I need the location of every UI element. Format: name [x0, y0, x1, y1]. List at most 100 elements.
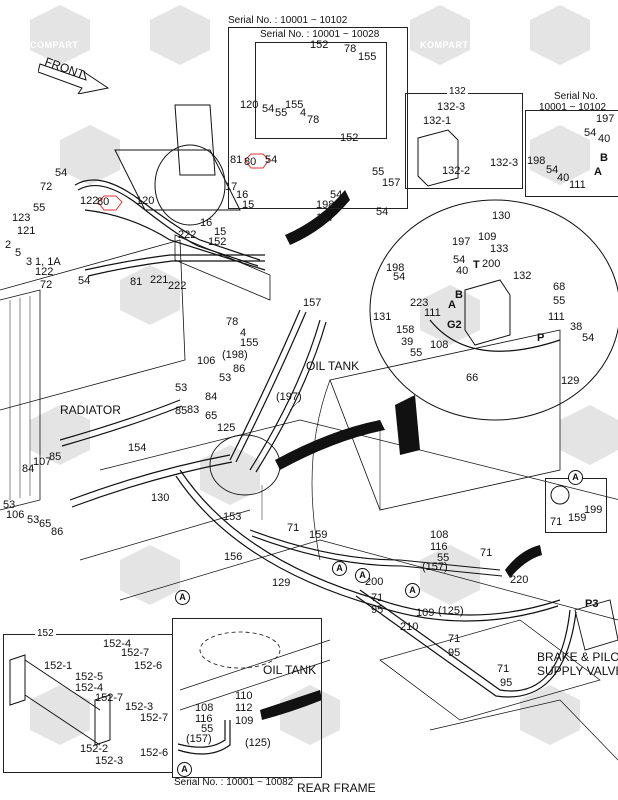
port-label-t: T: [473, 259, 480, 271]
callout: 156: [224, 551, 243, 563]
callout: 159: [568, 512, 587, 524]
callout: 111: [548, 311, 565, 323]
callout: 132-3: [437, 101, 466, 113]
front-direction-arrow: FRONT: [37, 54, 110, 95]
callout: 65: [205, 410, 218, 422]
callout: 112: [235, 702, 253, 714]
callout: 55: [553, 295, 566, 307]
callout: 131: [373, 311, 392, 323]
callout: 197: [316, 212, 335, 224]
port-label-b: B: [600, 152, 608, 164]
callout: 152-7: [140, 712, 169, 724]
callout: 54: [265, 154, 278, 166]
callout: 95: [500, 677, 513, 689]
callout: 133: [490, 243, 509, 255]
callout: 4: [240, 327, 247, 339]
callout: 54: [546, 164, 559, 176]
callout: 110: [235, 690, 253, 702]
port-label-g2: G2: [447, 319, 462, 331]
callout: 1, 1A: [35, 256, 61, 268]
callout: (197): [276, 391, 302, 403]
callout: 116: [430, 541, 448, 553]
callout: 78: [307, 114, 320, 126]
port-label-a: A: [448, 299, 456, 311]
callout: 71: [497, 663, 510, 675]
callout: 132: [513, 270, 532, 282]
callout: 55: [410, 347, 423, 359]
callout: 111: [569, 179, 586, 191]
callout: 132-1: [423, 115, 452, 127]
arrow-right-icon: [37, 63, 110, 95]
callout: 152-3: [95, 755, 124, 767]
callout: 15: [242, 199, 255, 211]
callout: 54: [393, 271, 406, 283]
port-label-b: B: [455, 289, 463, 301]
callout: 108: [430, 339, 449, 351]
callout: 197: [596, 113, 615, 125]
callout: 72: [40, 181, 53, 193]
callout: 16: [236, 189, 249, 201]
callout: 152: [310, 39, 329, 51]
callout: 53: [219, 372, 232, 384]
callout: 108: [430, 529, 449, 541]
callout: 86: [233, 363, 246, 375]
oil-tank-inset-label: OIL TANK: [263, 663, 317, 677]
callout: 109: [478, 231, 497, 243]
callout: 78: [344, 43, 357, 55]
callout: 65: [39, 518, 52, 530]
callout: 152-2: [80, 743, 109, 755]
callout: 221: [150, 274, 169, 286]
callout: 198: [316, 199, 335, 211]
brake-valve-label: SUPPLY VALVE: [537, 664, 618, 678]
callout: 132-2: [442, 165, 471, 177]
callout: 152-3: [125, 701, 154, 713]
callout: 152-7: [121, 647, 150, 659]
callout: 5: [15, 247, 22, 259]
callout: 155: [240, 337, 259, 349]
callout: 200: [365, 576, 384, 588]
callout: 54: [453, 254, 466, 266]
callout: 71: [480, 547, 493, 559]
callout: 17: [225, 181, 238, 193]
oil-tank-label: OIL TANK: [306, 359, 360, 373]
callout: 198: [527, 155, 546, 167]
callout: 71: [448, 633, 461, 645]
callout: 106: [197, 355, 216, 367]
detail-a-marker: A: [355, 568, 370, 583]
callout: 121: [17, 225, 36, 237]
callout-highlighted: 80: [244, 156, 257, 168]
port-label-p3: P3: [585, 598, 599, 610]
callout: 116: [195, 713, 213, 725]
callout: 2: [5, 239, 12, 251]
callout: (157): [186, 733, 212, 745]
callout: 153: [223, 511, 242, 523]
callout: 107: [33, 456, 52, 468]
callout: 125: [217, 422, 236, 434]
callout: 129: [561, 375, 580, 387]
callout: 72: [40, 279, 53, 291]
callout: 155: [285, 99, 304, 111]
callout: 53: [3, 499, 16, 511]
callout: 108: [195, 702, 214, 714]
callout: 84: [22, 463, 35, 475]
callout: 109: [235, 715, 254, 727]
port-label-p: P: [537, 332, 545, 344]
callout: 158: [396, 324, 415, 336]
callout: 85: [49, 451, 62, 463]
callout: 157: [303, 297, 322, 309]
callout: 40: [456, 265, 469, 277]
callout: 53: [27, 514, 40, 526]
callout-highlighted: 80: [97, 196, 110, 208]
callout: 81: [230, 154, 243, 166]
callout: 159: [309, 529, 328, 541]
callout: 223: [410, 297, 429, 309]
callout: 154: [128, 442, 147, 454]
callout: 122: [35, 266, 54, 278]
callout: 152-4: [75, 682, 104, 694]
callout: 152-6: [134, 660, 163, 672]
callout: 78: [226, 316, 239, 328]
callout: 55: [437, 552, 450, 564]
callout: 130: [492, 210, 511, 222]
